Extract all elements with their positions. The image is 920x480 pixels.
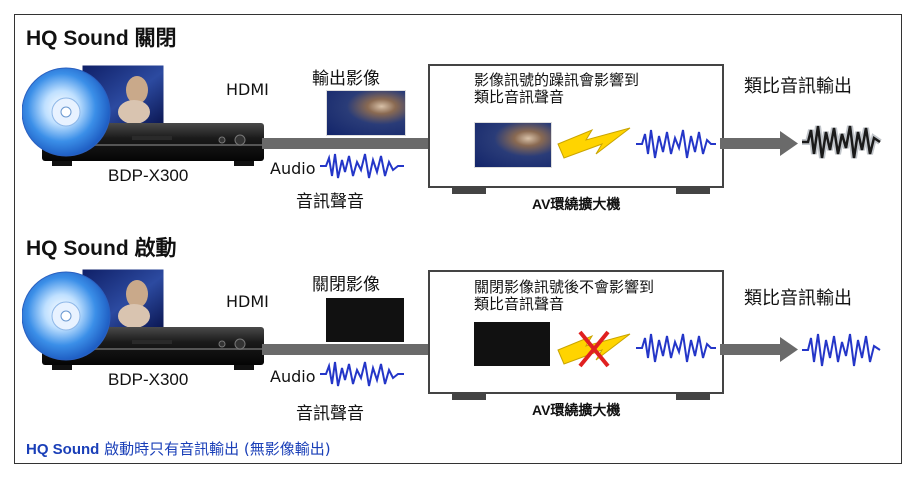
audio-sound-label-off: 音訊聲音 (296, 192, 364, 212)
player-model-off: BDP-X300 (108, 166, 189, 185)
black-screen-thumbnail (326, 298, 404, 342)
analog-arrow-on (720, 337, 798, 362)
amp-foot (676, 393, 710, 400)
amp-black-thumbnail (474, 322, 550, 366)
footnote-brand: HQ Sound (26, 441, 100, 458)
hdmi-label-off: HDMI (226, 80, 269, 99)
hdmi-label-on: HDMI (226, 292, 269, 311)
amp-off-line1: 影像訊號的躁訊會影響到 (474, 71, 640, 89)
noise-bolt-icon (557, 127, 631, 159)
player-model-on: BDP-X300 (108, 370, 189, 389)
amp-name-off: AV環繞擴大機 (532, 196, 621, 212)
clean-output-wave-icon (802, 333, 881, 367)
analog-out-label-off: 類比音訊輸出 (744, 76, 852, 97)
amp-off-line2: 類比音訊聲音 (474, 88, 565, 106)
blocked-noise-icon (557, 330, 631, 368)
amp-on-line1: 關閉影像訊號後不會影響到 (474, 278, 655, 296)
section-on-title: HQ Sound 啟動 (26, 237, 177, 260)
bluray-player-on (22, 268, 264, 370)
video-off-label: 關閉影像 (312, 275, 380, 295)
clean-wave-icon (636, 333, 716, 363)
bluray-player-off (22, 64, 264, 166)
amp-foot (676, 187, 710, 194)
audio-label-on: Audio (270, 367, 316, 386)
video-thumbnail-off (326, 90, 406, 136)
video-out-label: 輸出影像 (312, 69, 380, 89)
section-off-title: HQ Sound 關閉 (26, 27, 177, 50)
amp-on-line2: 類比音訊聲音 (474, 295, 565, 313)
amp-name-on: AV環繞擴大機 (532, 402, 621, 418)
analog-out-label-on: 類比音訊輸出 (744, 288, 852, 309)
audio-label-off: Audio (270, 159, 316, 178)
amp-foot (452, 393, 486, 400)
audio-wave-icon (320, 361, 404, 387)
footnote-text: 啟動時只有音訊輸出 (無影像輸出) (99, 440, 331, 458)
analog-arrow-off (720, 131, 798, 156)
audio-wave-icon (320, 153, 404, 179)
amp-video-thumbnail (474, 122, 552, 168)
amp-foot (452, 187, 486, 194)
footnote: HQ Sound 啟動時只有音訊輸出 (無影像輸出) (26, 438, 331, 459)
distorted-wave-icon (802, 125, 882, 159)
audio-sound-label-on: 音訊聲音 (296, 404, 364, 424)
noisy-wave-icon (636, 129, 716, 159)
